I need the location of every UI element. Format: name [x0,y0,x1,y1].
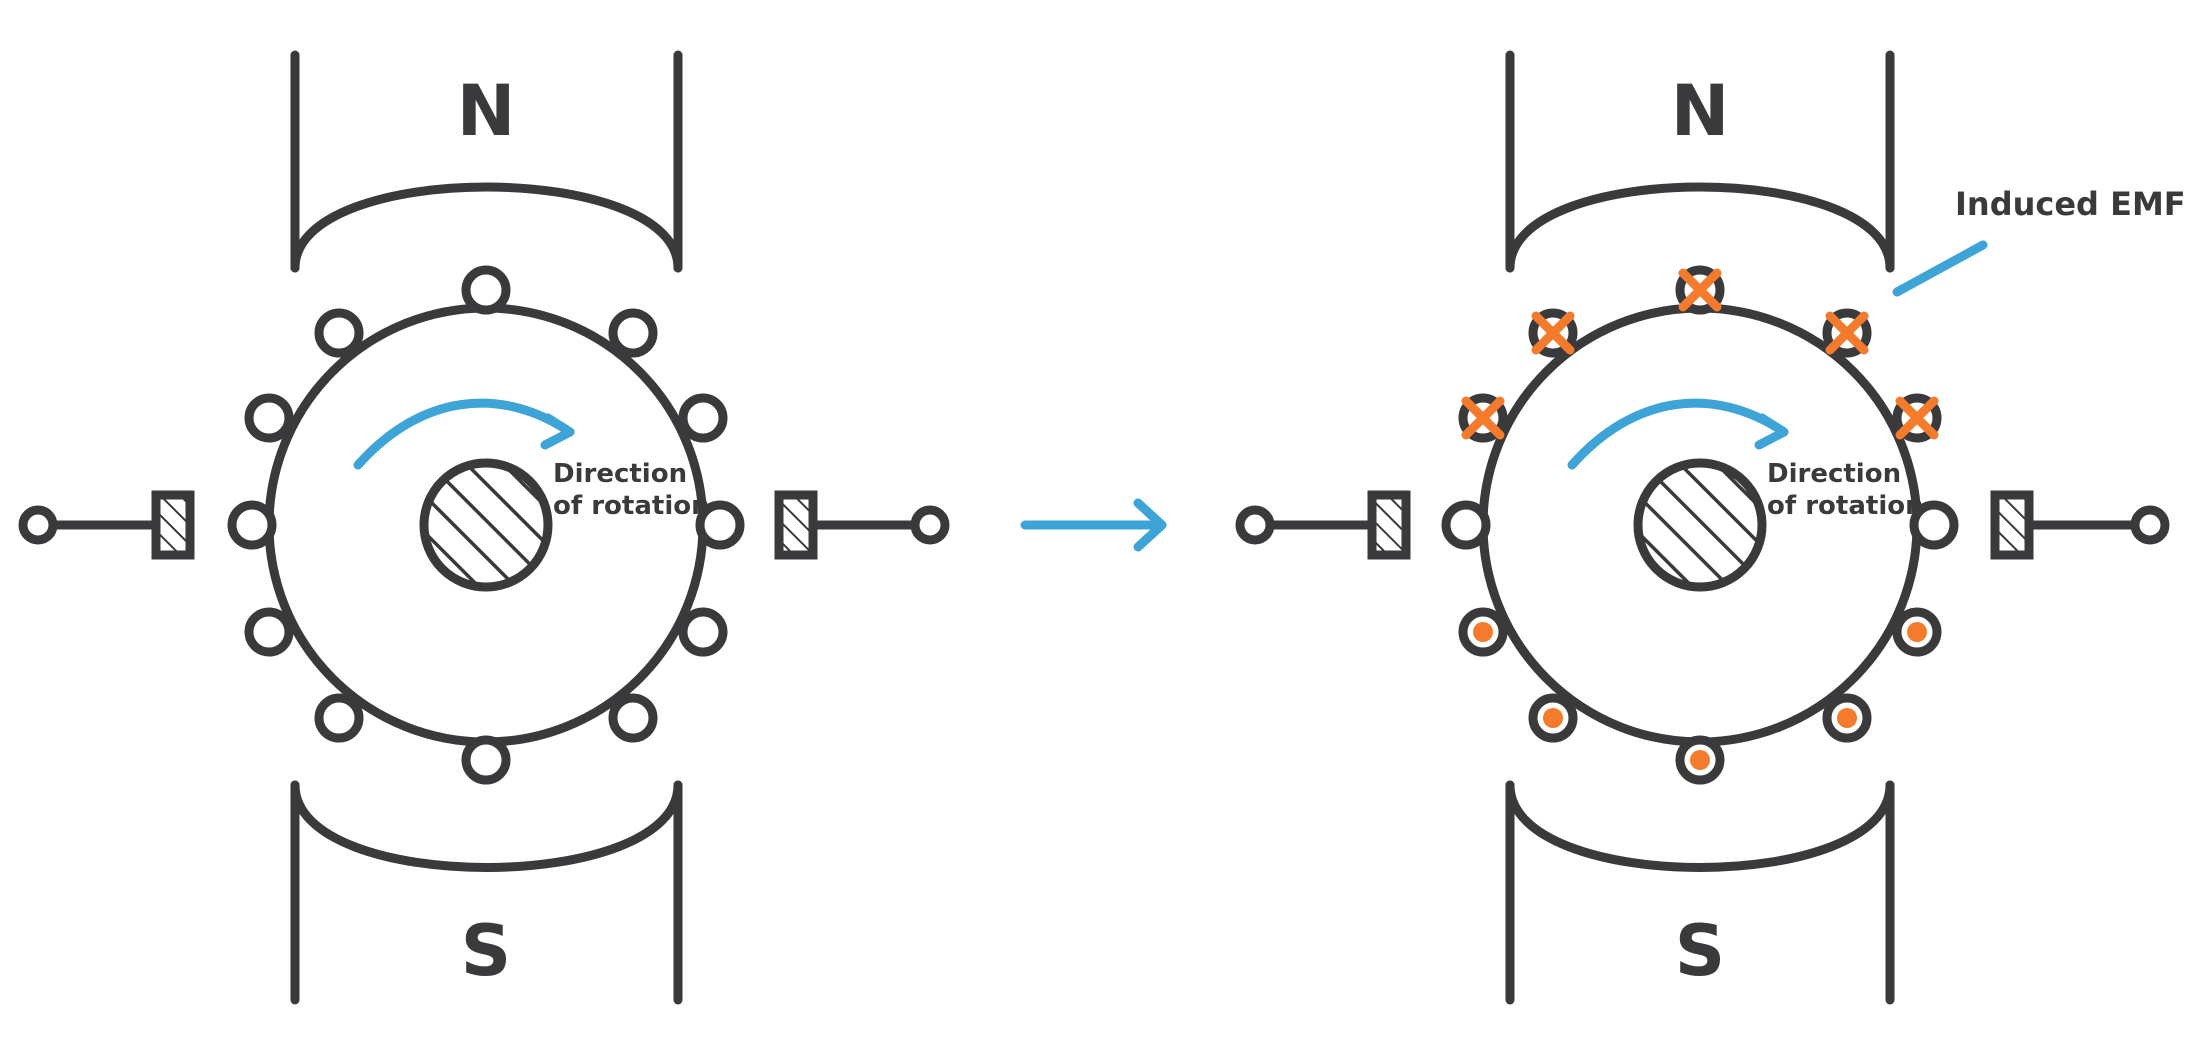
conductor [608,308,658,358]
conductor [461,735,511,785]
emf-crosses [1461,268,1939,440]
emf-dots [1473,622,1927,770]
conductor [678,393,728,443]
emf-leader-line [1892,240,1988,297]
left-rotation-arrow [353,398,575,470]
conductor-neutral [1441,500,1491,550]
cross-mark [1678,268,1722,312]
right-rotation-label-2: of rotation [1767,491,1924,521]
right-brush-terminal-right [1990,490,2170,560]
dot-mark [1837,708,1857,728]
left-motor [18,50,950,1005]
dot-mark [1907,622,1927,642]
conductor [314,308,364,358]
conductor [678,607,728,657]
left-rotation-label-2: of rotation [553,491,710,521]
dot-mark [1473,622,1493,642]
right-south-label: S [1675,910,1725,992]
conductor [314,693,364,743]
conductor [244,607,294,657]
right-north-label: N [1671,70,1730,152]
conductor [461,265,511,315]
conductor [244,393,294,443]
right-south-pole [1505,780,1895,1005]
dot-mark [1690,750,1710,770]
conductor-neutral [1909,500,1959,550]
cross-mark [1461,396,1505,440]
right-north-pole [1505,50,1895,273]
right-rotation-arrow [1567,398,1789,470]
transition-arrow [1020,498,1167,552]
cross-mark [1825,311,1869,355]
conductor [695,500,745,550]
left-north-pole [290,50,683,273]
induced-emf-label: Induced EMF [1955,185,2186,223]
left-conductors [227,265,745,785]
right-rotation-label-1: Direction [1767,459,1901,489]
left-south-pole [290,780,683,1005]
cross-mark [1895,396,1939,440]
conductor [608,693,658,743]
left-brush-terminal-left [18,490,195,560]
cross-mark [1531,311,1575,355]
conductor [227,500,277,550]
left-shaft [419,458,553,592]
left-north-label: N [457,70,516,152]
left-south-label: S [461,910,511,992]
right-shaft [1633,458,1767,592]
left-brush-terminal-right [774,490,950,560]
dot-mark [1543,708,1563,728]
right-brush-terminal-left [1235,490,1411,560]
left-rotation-label-1: Direction [553,459,687,489]
